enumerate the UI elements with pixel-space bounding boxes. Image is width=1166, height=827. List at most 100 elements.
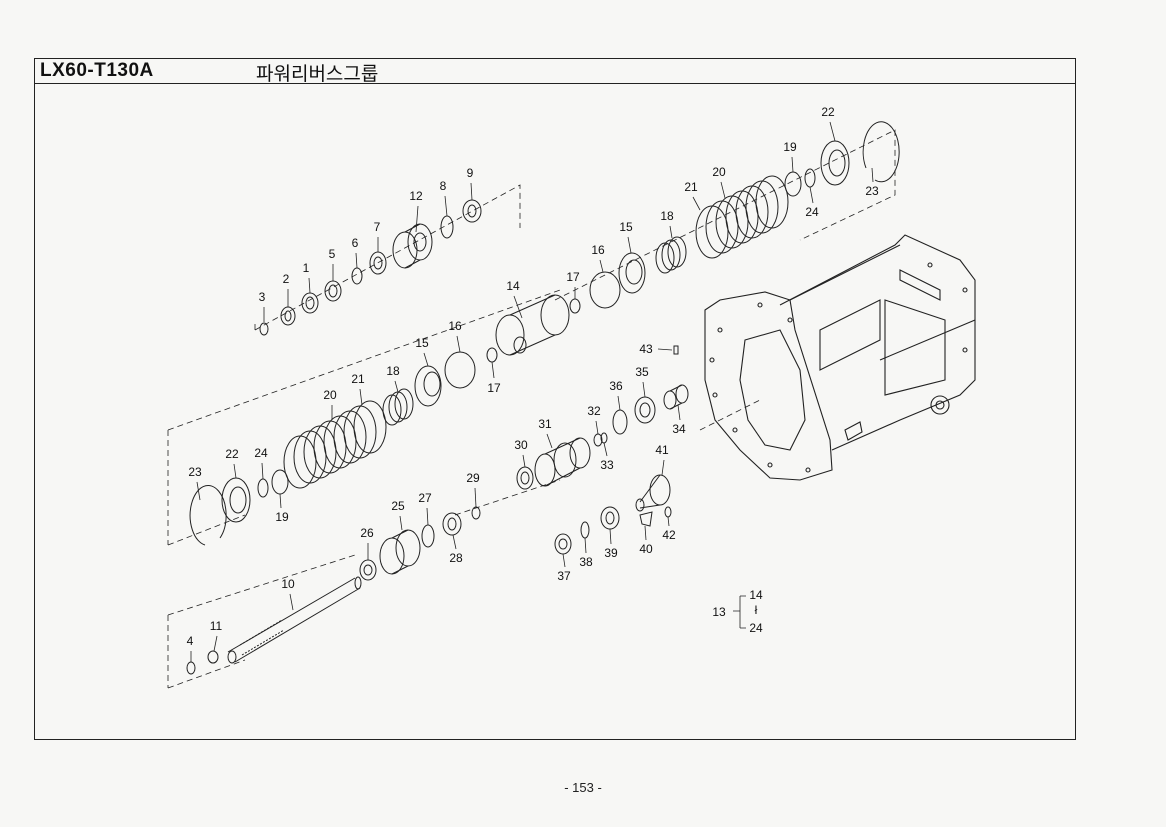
- callout-c32: 32: [587, 404, 601, 418]
- callout-c14a: 14: [506, 279, 520, 293]
- callout-c41: 41: [655, 443, 669, 457]
- callout-c10: 10: [281, 577, 295, 591]
- part-26-bearing: [359, 559, 377, 581]
- part-30-bearing: [516, 466, 534, 490]
- part-18b-spring: [655, 236, 687, 274]
- part-36-snap-ring: [612, 409, 628, 435]
- callout-c28: 28: [449, 551, 463, 565]
- callout-c22a: 22: [225, 447, 239, 461]
- assembly-guide-lines: [167, 129, 896, 689]
- callout-c20b: 20: [712, 165, 726, 179]
- part-29-ring: [471, 506, 481, 520]
- part-4-ring: [186, 661, 196, 675]
- part-19-washer: [271, 469, 289, 495]
- clutch-pack-left: [189, 294, 570, 546]
- callout-labels: 1235671289141615171821202422231917161518…: [187, 105, 879, 648]
- part-15b-piston: [618, 252, 646, 294]
- part-35-bearing: [634, 396, 656, 424]
- part-23b-snap-ring: [862, 121, 900, 183]
- callout-c42: 42: [662, 528, 676, 542]
- callout-c21a: 21: [351, 372, 365, 386]
- part-43-pin: [673, 345, 679, 355]
- part-18-spring: [382, 388, 414, 426]
- callout-c40: 40: [639, 542, 653, 556]
- callout-c12: 12: [409, 189, 423, 203]
- part-34-bushing: [663, 384, 689, 410]
- callout-c23a: 23: [188, 465, 202, 479]
- callout-c9: 9: [467, 166, 474, 180]
- part-1-bearing: [301, 292, 319, 314]
- part-3-snap-ring: [259, 322, 269, 336]
- callout-c37: 37: [557, 569, 571, 583]
- callout-c24a: 24: [254, 446, 268, 460]
- callout-c13sep: ł: [755, 603, 758, 617]
- part-15-piston: [414, 365, 442, 407]
- callout-c36: 36: [609, 379, 623, 393]
- callout-c18a: 18: [386, 364, 400, 378]
- part-37-bearing: [554, 533, 572, 555]
- part-23-snap-ring: [189, 484, 227, 546]
- callout-c17a: 17: [487, 381, 501, 395]
- transmission-housing: [704, 234, 976, 481]
- callout-c1: 1: [303, 261, 310, 275]
- callout-c6: 6: [352, 236, 359, 250]
- part-24-ring: [257, 478, 269, 498]
- callout-c30: 30: [514, 438, 528, 452]
- callout-c19b: 19: [783, 140, 797, 154]
- part-25-gear: [379, 529, 421, 575]
- callout-c31: 31: [538, 417, 552, 431]
- part-16b-plate: [589, 271, 621, 309]
- part-27-snap-ring: [421, 524, 435, 548]
- part-2-washer: [280, 306, 296, 326]
- input-shaft-group: [186, 506, 481, 675]
- upper-part-row: [259, 199, 482, 336]
- part-17-ring: [486, 347, 498, 363]
- callout-c29: 29: [466, 471, 480, 485]
- part-20b-21b-discs: [695, 175, 789, 259]
- callout-c16a: 16: [448, 319, 462, 333]
- callout-c17b: 17: [566, 270, 580, 284]
- part-41-pinion: [635, 474, 671, 512]
- callout-c7: 7: [374, 220, 381, 234]
- leader-lines: [190, 121, 874, 662]
- callout-c14b: 14: [749, 588, 763, 602]
- part-5-bearing: [324, 280, 342, 302]
- callout-c13: 13: [712, 605, 726, 619]
- part-38-snap-ring: [580, 521, 590, 539]
- part-10-shaft: [227, 576, 362, 664]
- callout-c24c: 24: [749, 621, 763, 635]
- callout-c24b: 24: [805, 205, 819, 219]
- callout-c3: 3: [259, 290, 266, 304]
- callout-c33: 33: [600, 458, 614, 472]
- page-frame: [34, 58, 1076, 740]
- callout-c18b: 18: [660, 209, 674, 223]
- part-17b-ring: [569, 298, 581, 314]
- part-31-gear: [534, 437, 591, 487]
- part-12-gear: [392, 223, 433, 269]
- part-24b-ring: [804, 168, 816, 188]
- part-22b-plate: [820, 140, 850, 186]
- header-divider: [34, 83, 1076, 84]
- group-title: 파워리버스그룹: [256, 63, 379, 85]
- callout-c39: 39: [604, 546, 618, 560]
- callout-c38: 38: [579, 555, 593, 569]
- callout-c16b: 16: [591, 243, 605, 257]
- page-number: - 153 -: [564, 780, 602, 795]
- callout-c27: 27: [418, 491, 432, 505]
- part-11-ring: [207, 650, 219, 664]
- callout-c5: 5: [329, 247, 336, 261]
- part-20-21-discs: [283, 400, 387, 489]
- part-9-bearing: [462, 199, 482, 223]
- callout-c35: 35: [635, 365, 649, 379]
- pinion-shaft-group: [554, 474, 672, 555]
- callout-c26: 26: [360, 526, 374, 540]
- part-39-bearing: [600, 506, 620, 530]
- part-16-plate: [444, 351, 476, 389]
- part-42-bolt: [664, 506, 672, 518]
- callout-c15b: 15: [619, 220, 633, 234]
- callout-c2: 2: [283, 272, 290, 286]
- callout-c23b: 23: [865, 184, 879, 198]
- part-28-bearing: [442, 512, 462, 536]
